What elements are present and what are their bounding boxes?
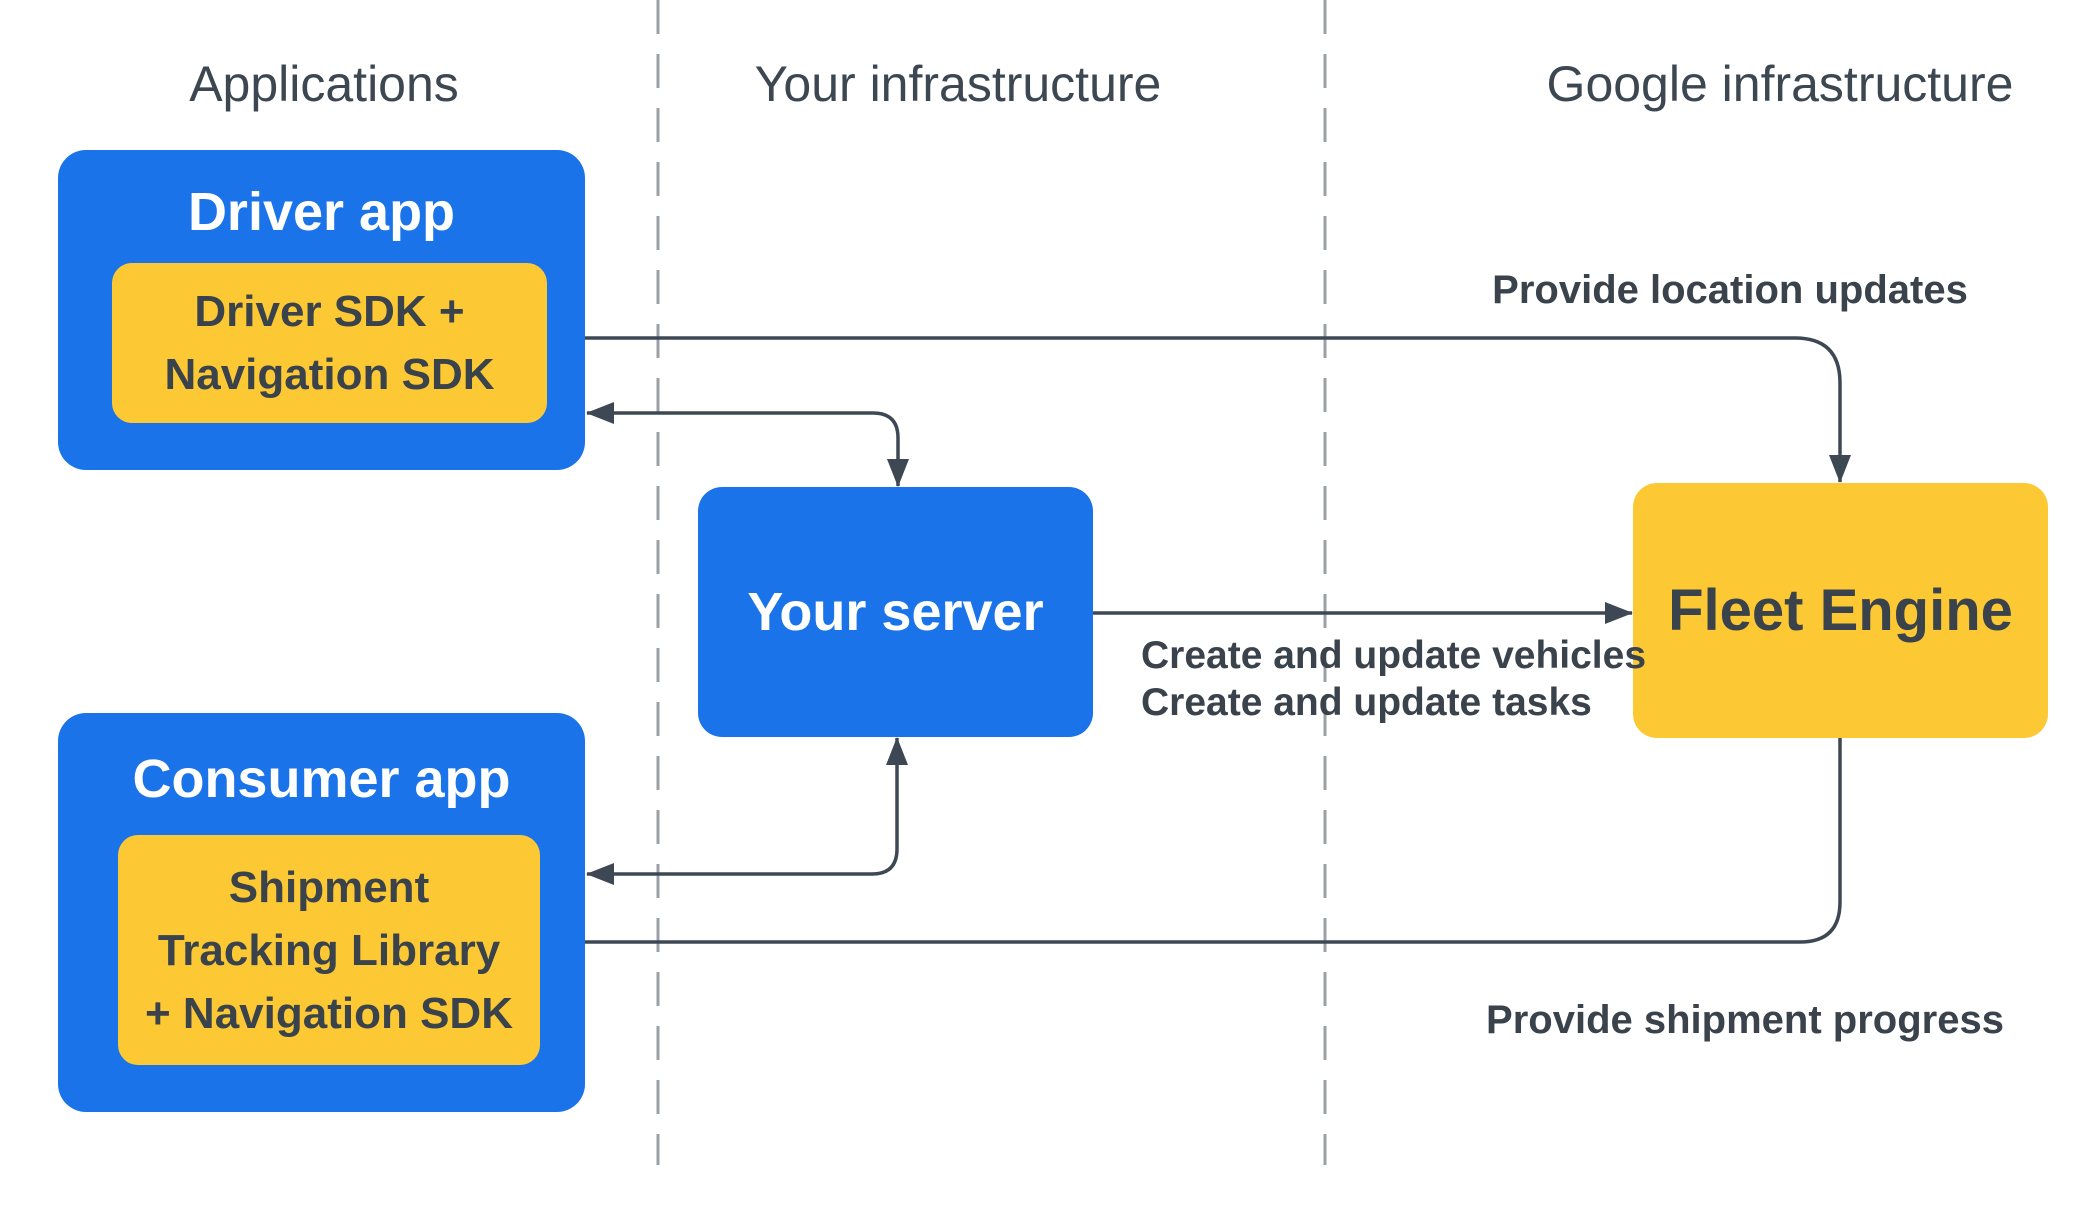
- label-create-and-update: Create and update vehicles Create and up…: [1141, 632, 1646, 726]
- fleet-engine-node: Fleet Engine: [1633, 483, 2048, 738]
- shipment-tracking-library-node: Shipment Tracking Library + Navigation S…: [118, 835, 540, 1065]
- your-server-title: Your server: [747, 582, 1044, 642]
- shipment-tracking-line-2: Tracking Library: [157, 925, 501, 975]
- label-provide-shipment-progress: Provide shipment progress: [1486, 998, 2004, 1042]
- label-create-update-vehicles: Create and update vehicles: [1141, 634, 1647, 677]
- driver-sdk-line-1: Driver SDK +: [194, 287, 465, 336]
- driver-sdk-node: Driver SDK + Navigation SDK: [112, 263, 547, 423]
- consumer-app-node: Consumer app Shipment Tracking Library +…: [58, 713, 585, 1112]
- label-create-update-tasks: Create and update tasks: [1141, 681, 1592, 724]
- arrow-driver-app-your-server: [586, 402, 909, 487]
- consumer-app-title: Consumer app: [132, 749, 511, 809]
- arrow-your-server-consumer-app: [586, 737, 908, 885]
- driver-app-title: Driver app: [187, 182, 456, 242]
- label-provide-location-updates: Provide location updates: [1492, 268, 1968, 312]
- driver-app-node: Driver app Driver SDK + Navigation SDK: [58, 150, 585, 470]
- column-header-google-infrastructure: Google infrastructure: [1546, 56, 2014, 112]
- arrow-provide-shipment-progress: [542, 738, 1842, 953]
- shipment-tracking-line-1: Shipment: [228, 862, 430, 912]
- arrow-provide-location-updates: [547, 327, 1851, 483]
- fleet-engine-title: Fleet Engine: [1668, 578, 2013, 643]
- driver-sdk-line-2: Navigation SDK: [164, 350, 495, 399]
- column-header-your-infrastructure: Your infrastructure: [754, 56, 1162, 112]
- column-header-applications: Applications: [189, 56, 459, 112]
- shipment-tracking-line-3: + Navigation SDK: [145, 988, 513, 1038]
- your-server-node: Your server: [698, 487, 1093, 737]
